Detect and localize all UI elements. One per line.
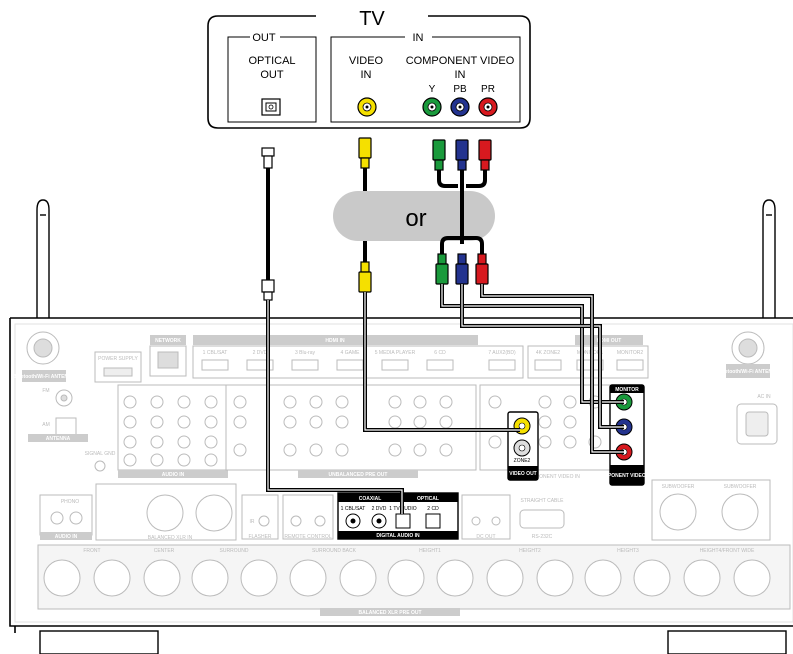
- pre-out-surround-back: SURROUND BACK: [312, 548, 357, 554]
- pre-out-height4: HEIGHT4/FRONT WIDE: [700, 548, 755, 554]
- signal-gnd-label: SIGNAL GND: [85, 451, 116, 457]
- optical-out-label-2: OUT: [260, 69, 284, 81]
- subwoofer-label-2: SUBWOOFER: [724, 484, 757, 490]
- video-in-label-1: VIDEO: [349, 55, 384, 67]
- pre-out-height1: HEIGHT1: [419, 548, 441, 554]
- tv-pb-jack: [451, 98, 469, 116]
- left-foot: [40, 631, 158, 654]
- am-label: AM: [42, 422, 50, 428]
- unbalanced-pre-out-label: UNBALANCED PRE OUT: [329, 472, 388, 478]
- pre-out-height2: HEIGHT2: [519, 548, 541, 554]
- or-bubble: or: [333, 191, 495, 241]
- balanced-xlr-in-label: BALANCED XLR IN: [148, 535, 193, 541]
- pre-out-height3: HEIGHT3: [617, 548, 639, 554]
- straight-cable-label: STRAIGHT CABLE: [521, 498, 565, 504]
- antenna-label: ANTENNA: [46, 436, 71, 442]
- ac-in-label: AC IN: [757, 394, 771, 400]
- right-foot: [668, 631, 786, 654]
- rs232c-label: RS-232C: [532, 534, 553, 540]
- hdmi-in-4: 4 GAME: [341, 350, 361, 356]
- component-video-out-label: COMPONENT VIDEO OUT: [596, 473, 657, 479]
- pre-out-center: CENTER: [154, 548, 175, 554]
- coaxial-label: COAXIAL: [359, 496, 382, 502]
- network-label: NETWORK: [155, 338, 181, 344]
- hdmi-out-zone2: 4K ZONE2: [536, 350, 560, 356]
- balanced-pre-out-label: BALANCED XLR PRE OUT: [358, 610, 421, 616]
- subwoofer-label-1: SUBWOOFER: [662, 484, 695, 490]
- out-label: OUT: [252, 32, 276, 44]
- hdmi-in-2: 2 DVD: [253, 350, 268, 356]
- tv-optical-out-jack: [262, 99, 280, 115]
- receiver-rear-panel: Bluetooth/Wi-Fi ANTENNA Bluetooth/Wi-Fi …: [10, 200, 793, 654]
- left-antenna-label: Bluetooth/Wi-Fi ANTENNA: [13, 374, 76, 380]
- right-antenna-label: Bluetooth/Wi-Fi ANTENNA: [717, 369, 780, 375]
- monitor-label: MONITOR: [615, 387, 639, 393]
- coax-2-label: 2 DVD: [372, 506, 387, 512]
- pre-out-surround: SURROUND: [220, 548, 249, 554]
- optical-label: OPTICAL: [417, 496, 439, 502]
- pb-label: PB: [453, 84, 467, 95]
- optical-out-label-1: OPTICAL: [248, 55, 295, 67]
- component-in-label-1: COMPONENT VIDEO: [406, 55, 515, 67]
- audio-in-phono-label: AUDIO IN: [55, 534, 78, 540]
- hdmi-out-monitor2: MONITOR2: [617, 350, 644, 356]
- hdmi-in-7: 7 AUX2(BD): [488, 350, 516, 356]
- coax-1-label: 1 CBL/SAT: [341, 506, 366, 512]
- opt-2-label: 2 CD: [427, 506, 439, 512]
- zone2-label: ZONE2: [514, 458, 531, 464]
- video-out-label: VIDEO OUT: [509, 471, 537, 477]
- fm-label: FM: [42, 388, 49, 394]
- y-label: Y: [429, 84, 436, 95]
- hdmi-in-3: 3 Blu-ray: [295, 350, 316, 356]
- dc-out-label: DC OUT: [476, 534, 495, 540]
- tv-video-in-jack: [358, 98, 376, 116]
- hdmi-in-label: HDMI IN: [325, 338, 345, 344]
- hdmi-in-5: 5 MEDIA PLAYER: [375, 350, 416, 356]
- in-label: IN: [413, 32, 424, 44]
- left-antenna: [37, 200, 49, 318]
- tv-panel: TV OUT OPTICAL OUT IN VIDEO IN COMPONENT…: [208, 8, 530, 128]
- digital-audio-in-block: COAXIAL OPTICAL 1 CBL/SAT 2 DVD 1 TV AUD…: [338, 493, 458, 539]
- video-in-label-2: IN: [361, 69, 372, 81]
- right-antenna: [763, 200, 775, 318]
- remote-control-label: REMOTE CONTROL: [284, 534, 331, 540]
- flasher-label: FLASHER: [248, 534, 271, 540]
- ir-label: IR: [250, 519, 255, 525]
- pre-out-front: FRONT: [83, 548, 100, 554]
- tv-y-jack: [423, 98, 441, 116]
- tv-pr-jack: [479, 98, 497, 116]
- component-in-label-2: IN: [455, 69, 466, 81]
- hdmi-in-1: 1 CBL/SAT: [203, 350, 228, 356]
- power-supply-label: POWER SUPPLY: [98, 356, 138, 362]
- hdmi-in-6: 6 CD: [434, 350, 446, 356]
- tv-title: TV: [359, 8, 385, 30]
- digital-audio-in-label: DIGITAL AUDIO IN: [376, 533, 420, 539]
- video-out-block: ZONE2 VIDEO OUT: [508, 412, 538, 480]
- pr-label: PR: [481, 84, 495, 95]
- phono-label: PHONO: [61, 499, 79, 505]
- audio-in-label: AUDIO IN: [162, 472, 185, 478]
- or-label: or: [405, 205, 426, 232]
